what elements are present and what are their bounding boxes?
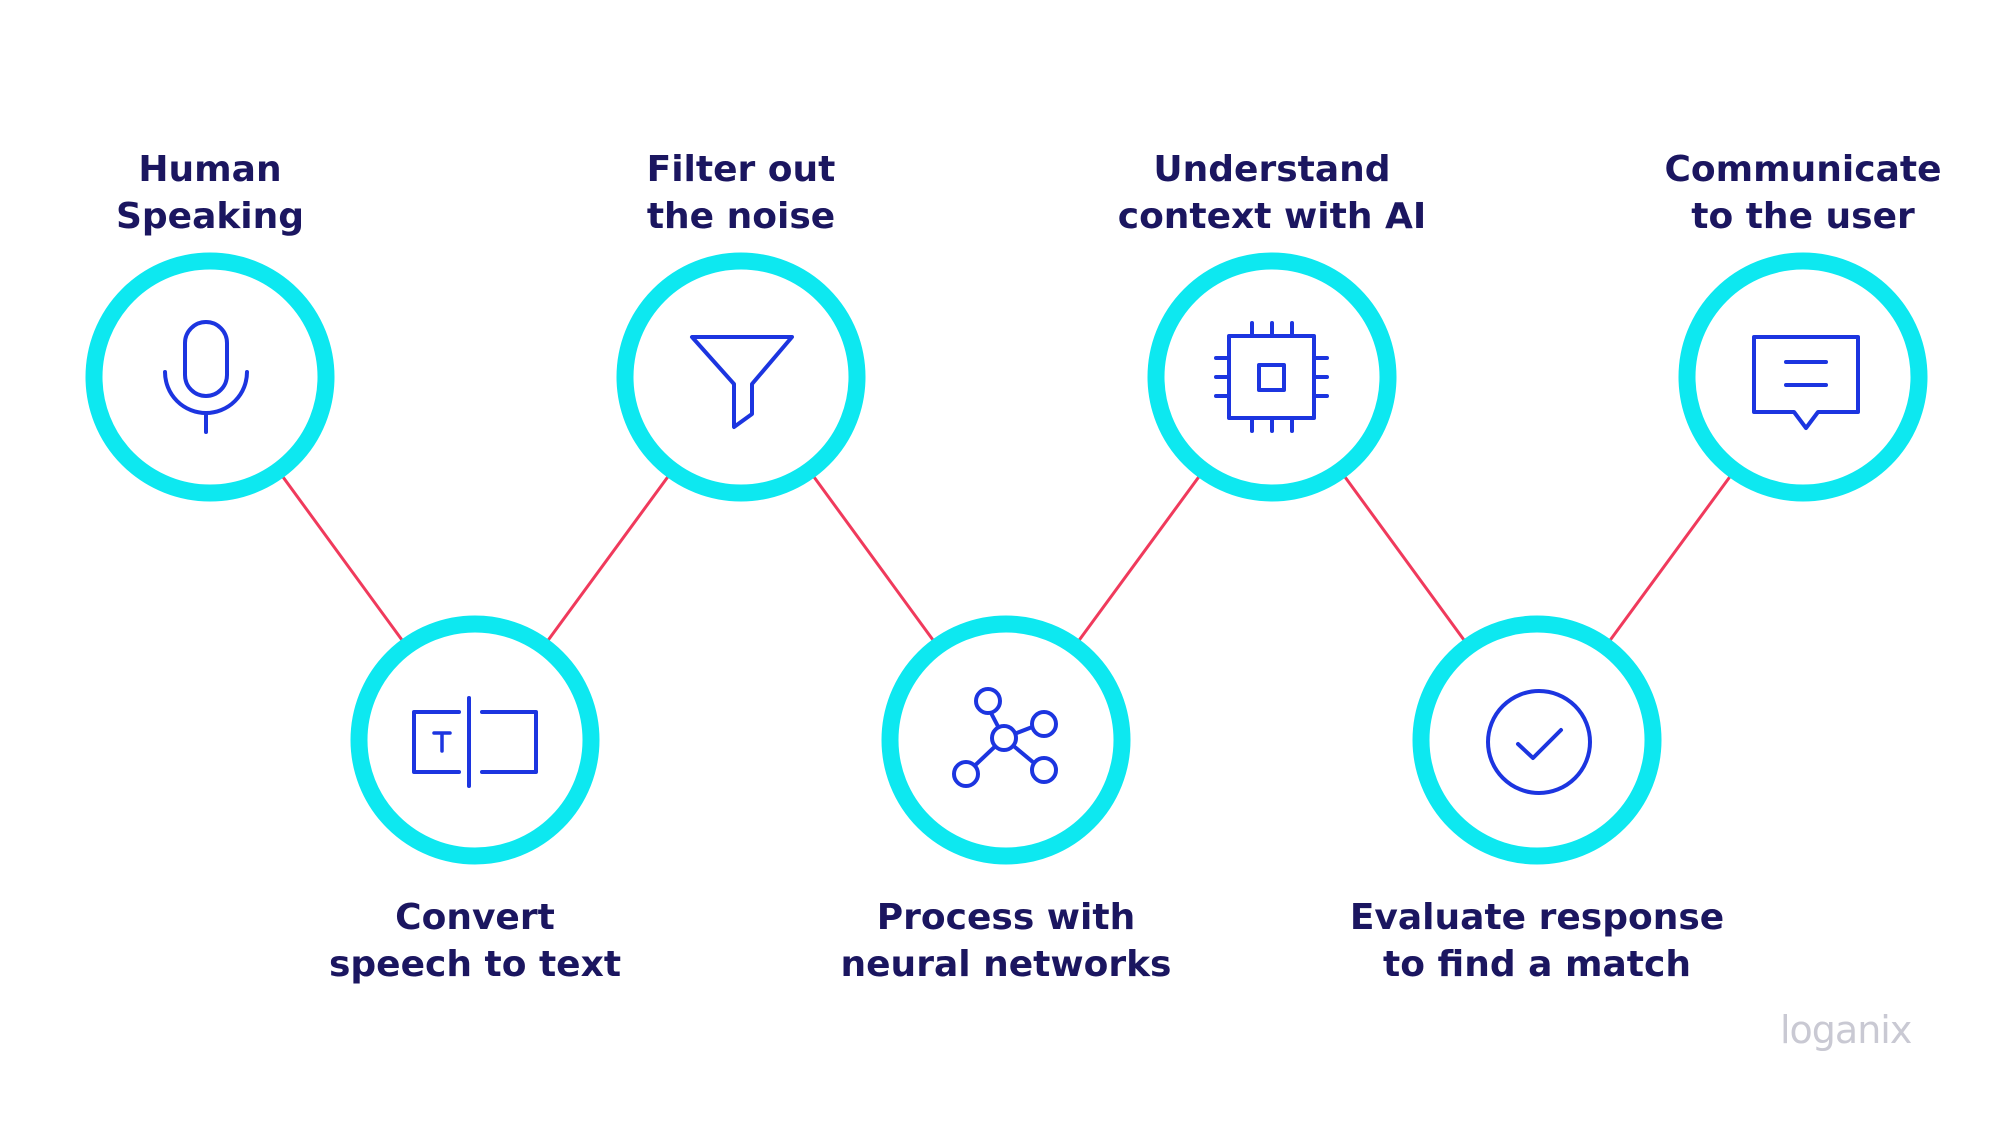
step-label-evaluate-response: Evaluate response to find a match (1349, 897, 1725, 985)
step-circle (1678, 252, 1928, 502)
step-circles (85, 252, 1928, 865)
chat-message-icon (1752, 335, 1860, 430)
step-label-convert-speech: Convert speech to text (328, 897, 622, 985)
loganix-logo: loganix (1780, 1008, 1912, 1052)
step-circle (1412, 615, 1662, 865)
speech-to-text-icon (412, 696, 538, 788)
step-circle (1147, 252, 1397, 502)
neural-network-icon (952, 687, 1058, 788)
filter-funnel-icon (690, 335, 794, 429)
step-circle (350, 615, 600, 865)
cpu-chip-icon (1214, 321, 1329, 433)
step-label-human-speaking: Human Speaking (115, 149, 305, 237)
step-label-communicate: Communicate to the user (1664, 149, 1942, 237)
checkmark-circle-icon (1486, 689, 1592, 795)
microphone-icon (163, 320, 249, 434)
step-label-neural-networks: Process with neural networks (840, 897, 1172, 985)
step-circle (616, 252, 866, 502)
step-label-context-ai: Understand context with AI (1117, 149, 1427, 237)
step-circle (85, 252, 335, 502)
step-label-filter-noise: Filter out the noise (646, 149, 836, 237)
